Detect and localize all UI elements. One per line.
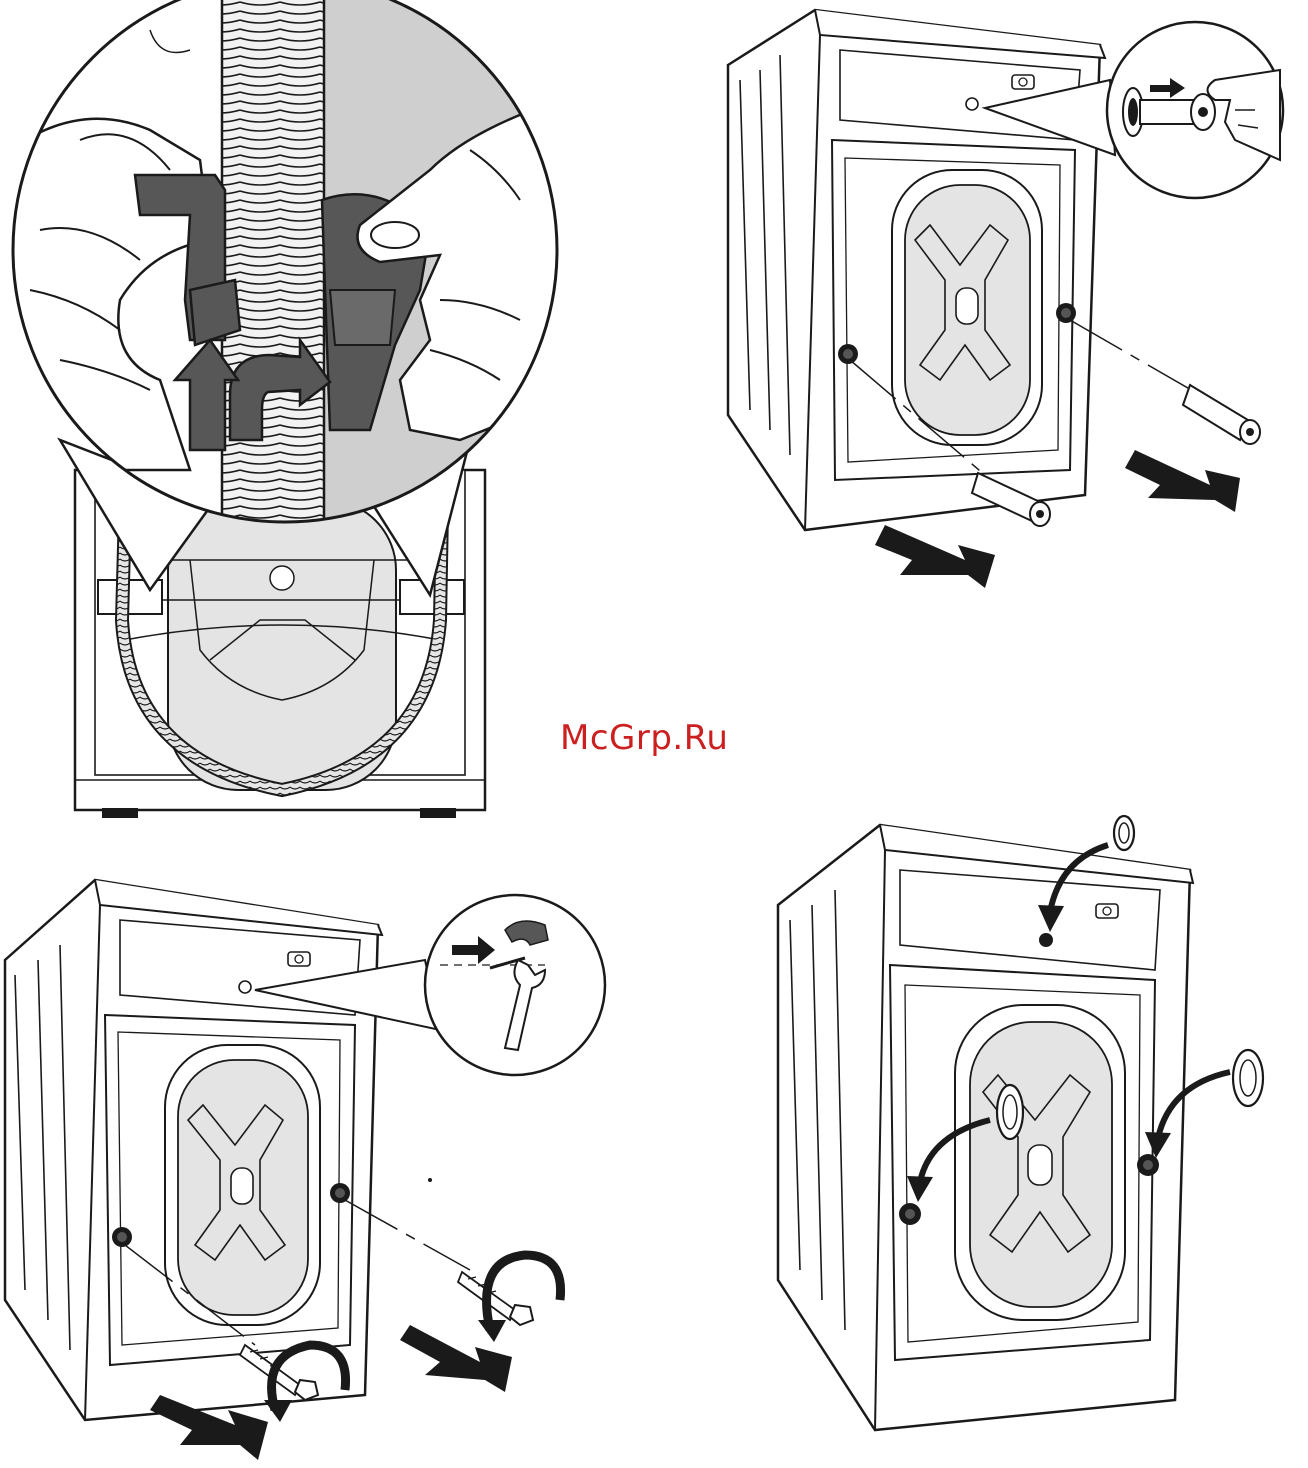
- rotate-arrow-icon: [478, 1255, 561, 1342]
- panel-spacer-removal: [728, 10, 1283, 588]
- panel-bolt-removal: [5, 880, 605, 1460]
- plastic-cap-icon: [997, 1085, 1023, 1139]
- panel-hose-clip-removal: [10, 0, 600, 818]
- washer-back-icon: [728, 10, 1105, 530]
- plastic-cap-icon: [1114, 816, 1134, 850]
- spacer-icon: [1183, 385, 1260, 444]
- watermark-text: McGrp.Ru: [560, 712, 770, 764]
- washer-back-icon: [5, 880, 382, 1420]
- bolt-icon: [458, 1272, 533, 1325]
- pull-arrow-icon: [875, 525, 995, 588]
- plastic-cap-icon: [1233, 1050, 1263, 1106]
- hose-icon: [222, 0, 324, 560]
- pull-arrow-icon: [1125, 450, 1240, 512]
- panel-cap-insertion: [778, 816, 1263, 1430]
- washer-back-icon: [778, 825, 1193, 1430]
